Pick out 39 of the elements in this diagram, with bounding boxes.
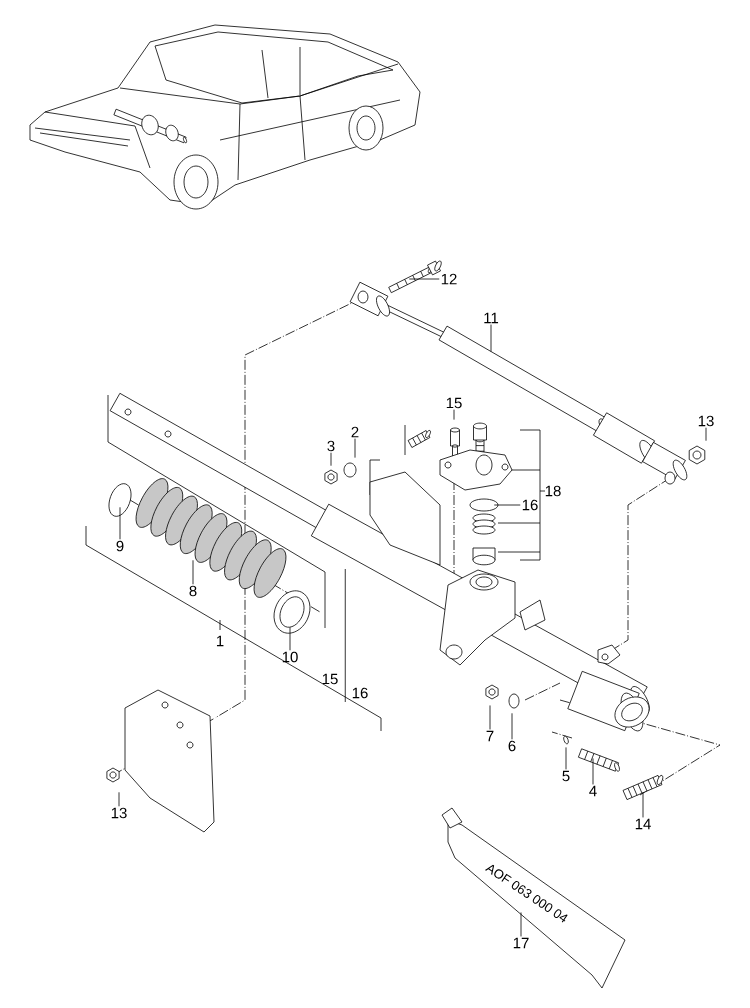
leader-line [493,504,521,506]
leader-line [453,409,455,421]
callout-number: 10 [282,651,298,663]
leader-line [118,791,120,807]
leader-line [289,626,291,651]
callout-number: 13 [111,807,127,819]
leader-line [511,712,513,740]
callout-number: 12 [441,273,457,285]
leader-line [520,912,522,937]
callout-number: 16 [522,499,538,511]
leader-line [408,278,440,280]
callout-number: 13 [698,415,714,427]
leader-line [490,324,492,352]
callout-number: 15 [322,673,338,685]
callout-number: 8 [189,585,197,597]
leader-line [344,568,346,703]
leader-line [705,427,707,442]
leader-line [354,438,356,459]
callout-number: 7 [486,730,494,742]
callout-number: 17 [513,937,529,949]
callout-number: 11 [484,312,499,324]
callout-number: 6 [508,740,516,752]
leader-line [592,758,594,785]
leader-line [565,747,567,770]
callout-number: 18 [545,485,561,497]
callout-number: 4 [589,785,597,797]
leader-line [119,506,121,540]
leader-line [489,705,491,730]
leader-line [642,792,644,818]
leader-line [330,452,332,467]
callout-number: 5 [562,770,570,782]
callout-number: 2 [351,426,359,438]
callout-number: 15 [446,397,462,409]
callout-number: 9 [116,540,124,552]
leader-line [192,559,194,585]
callout-number: 16 [352,687,368,699]
callout-number: 3 [327,440,335,452]
callout-number: 14 [635,818,651,830]
callout-number: 1 [217,635,224,647]
